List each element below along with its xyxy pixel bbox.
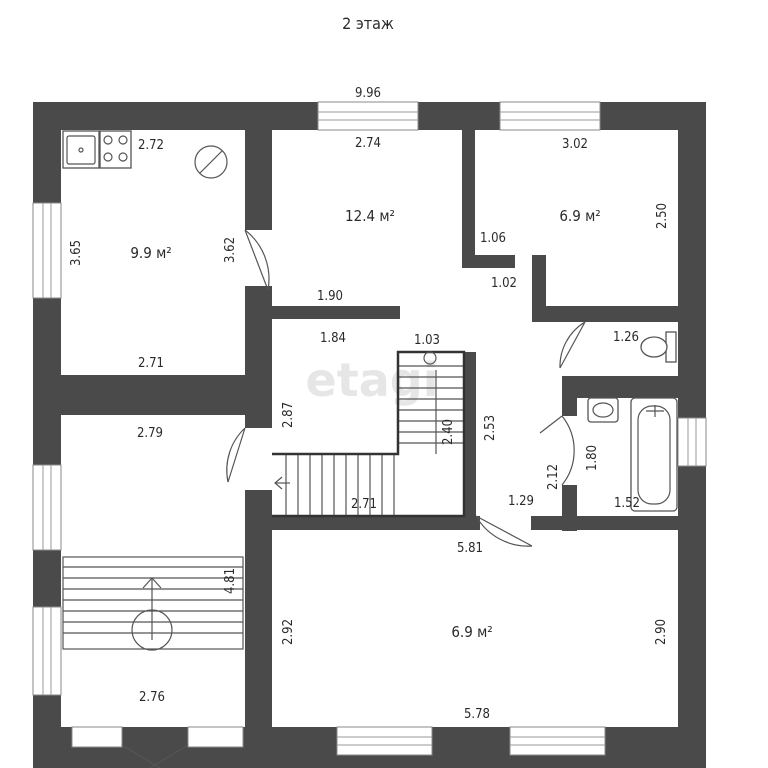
bath-width-dimension: 1.52: [614, 496, 640, 511]
room-bottom-bottom-dimension: 5.78: [464, 707, 490, 722]
kitchen-right-dimension: 3.62: [223, 237, 238, 263]
room-left-bottom-dimension: 2.76: [139, 690, 165, 705]
stove-icon: [99, 130, 132, 169]
overall-top-dimension: 9.96: [355, 86, 381, 101]
corridor-height-dimension: 2.53: [483, 415, 498, 441]
left-staircase: [63, 566, 243, 634]
room-right-top-dimension: 3.02: [562, 137, 588, 152]
toilet-icon: [640, 336, 668, 358]
outer-walls: [33, 102, 706, 768]
central-staircase: [285, 365, 464, 516]
kitchen-area: 9.9 м²: [130, 244, 171, 262]
interior-walls: [61, 130, 678, 727]
room-bottom-right-dimension: 2.90: [654, 619, 669, 645]
room-center-bottom-dimension: 1.90: [317, 289, 343, 304]
room-right-right-dimension: 2.50: [655, 203, 670, 229]
watermark-logo: etagi: [306, 353, 439, 407]
room-center-top-dimension: 2.74: [355, 136, 381, 151]
boiler-icon: [194, 145, 228, 179]
kitchen-fixtures: [62, 130, 228, 179]
washbasin-icon: [587, 397, 619, 423]
kitchen-left-dimension: 3.65: [69, 240, 84, 266]
doors: [121, 229, 586, 768]
stair-width-dimension: 2.40: [441, 419, 456, 445]
room-bottom-left-dimension: 2.92: [281, 619, 296, 645]
bathtub-icon: [630, 397, 678, 512]
stairs-hall-top-dimension: 1.84: [320, 331, 346, 346]
kitchen-top-dimension: 2.72: [138, 138, 164, 153]
room-right-area: 6.9 м²: [559, 207, 600, 225]
sink-icon: [62, 130, 100, 169]
room-bottom-area: 6.9 м²: [451, 623, 492, 641]
floor-title: 2 этаж: [342, 14, 394, 33]
kitchen-bottom-dimension: 2.71: [138, 356, 164, 371]
windows: [32, 101, 707, 756]
bath-height-dimension: 1.80: [585, 445, 600, 471]
stairs-hall-bottom-dimension: 2.71: [351, 497, 377, 512]
room-bottom-top-dimension: 5.81: [457, 541, 483, 556]
corridor-bottom-dimension: 1.29: [508, 494, 534, 509]
bathroom-fixtures: [587, 331, 678, 512]
room-left-right-dimension: 4.81: [223, 568, 238, 594]
room-left-top-dimension: 2.79: [137, 426, 163, 441]
stairs-hall-left-dimension: 2.87: [281, 402, 296, 428]
room-right-bottom-dimension: 1.02: [491, 276, 517, 291]
stairs-hall-top-right-dimension: 1.03: [414, 333, 440, 348]
toilet-width-dimension: 1.26: [613, 330, 639, 345]
room-center-area: 12.4 м²: [345, 207, 395, 225]
bath-door-dimension: 2.12: [546, 464, 561, 490]
room-right-left-dimension: 1.06: [480, 231, 506, 246]
